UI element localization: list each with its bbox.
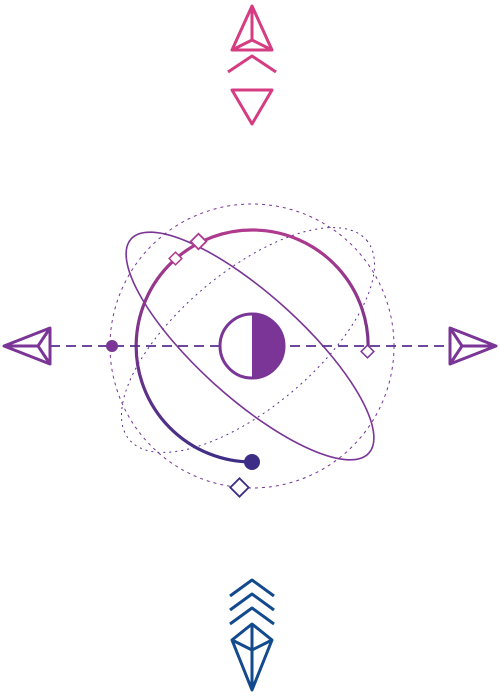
diamond-icon bbox=[189, 232, 208, 251]
arrow-right-icon bbox=[448, 326, 498, 366]
diamond-icon bbox=[229, 477, 250, 498]
arrow-up-icon bbox=[227, 4, 277, 126]
ring-end-dot bbox=[244, 454, 260, 470]
arrow-left-icon bbox=[2, 326, 52, 366]
half-moon-icon bbox=[218, 312, 286, 380]
arrow-down-icon bbox=[229, 578, 275, 692]
orbit-ellipse bbox=[125, 231, 375, 461]
dotted-tilted-ellipse bbox=[120, 227, 376, 453]
left-axis-dot bbox=[106, 340, 118, 352]
diamond-icon bbox=[168, 251, 183, 266]
diamond-icon bbox=[360, 344, 375, 359]
